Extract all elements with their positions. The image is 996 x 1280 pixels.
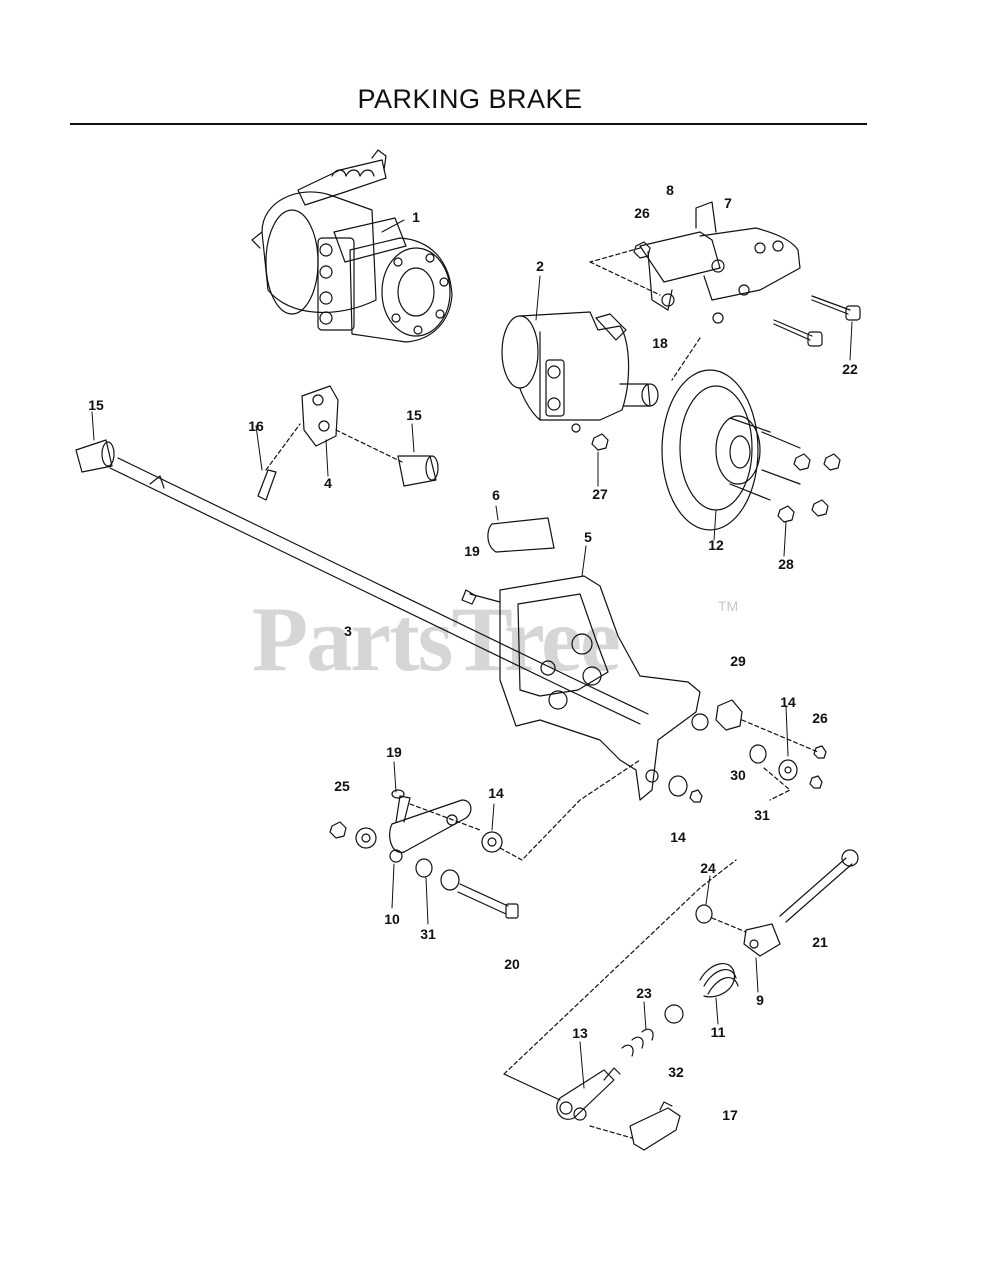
callout-6: 6	[492, 487, 500, 503]
callout-12: 12	[708, 537, 724, 553]
watermark-trademark: TM	[718, 598, 739, 614]
callout-25: 25	[334, 778, 350, 794]
callout-10: 10	[384, 911, 400, 927]
callout-4: 4	[324, 475, 332, 491]
callout-24: 24	[700, 860, 716, 876]
lower-right-linkage	[503, 849, 859, 1151]
page-title: PARKING BRAKE	[357, 84, 583, 114]
part-12-brake-rotor	[661, 337, 801, 531]
callout-21: 21	[812, 934, 828, 950]
fasteners-right	[591, 241, 861, 523]
part-5-brake-arm	[461, 575, 709, 801]
title-rule	[70, 123, 867, 125]
part-4-pivot-bracket	[75, 385, 439, 501]
callout-15a: 15	[88, 397, 104, 413]
callout-26a: 26	[634, 205, 650, 221]
callout-7: 7	[724, 195, 732, 211]
callout-31a: 31	[754, 807, 770, 823]
callout-26b: 26	[812, 710, 828, 726]
callout-19a: 19	[464, 543, 480, 559]
callout-1: 1	[412, 209, 420, 225]
callout-8: 8	[666, 182, 674, 198]
callout-23: 23	[636, 985, 652, 1001]
callout-28: 28	[778, 556, 794, 572]
callout-16: 16	[248, 418, 264, 434]
callout-9: 9	[756, 992, 764, 1008]
callout-30: 30	[730, 767, 746, 783]
callout-14c: 14	[670, 829, 686, 845]
lower-left-linkage	[329, 759, 641, 919]
part-1-motor-assembly	[251, 149, 453, 343]
callout-15b: 15	[406, 407, 422, 423]
watermark: PartsTree	[252, 588, 621, 690]
callout-13: 13	[572, 1025, 588, 1041]
part-7-caliper-bracket	[589, 201, 801, 324]
callout-18: 18	[652, 335, 668, 351]
callout-3: 3	[344, 623, 352, 639]
callout-11: 11	[710, 1024, 726, 1040]
callout-2: 2	[536, 258, 544, 274]
part-6-key	[487, 517, 555, 553]
callout-14b: 14	[488, 785, 504, 801]
callout-32: 32	[668, 1064, 684, 1080]
callout-27: 27	[592, 486, 608, 502]
callout-29: 29	[730, 653, 746, 669]
callout-5: 5	[584, 529, 592, 545]
callout-22: 22	[842, 361, 858, 377]
callout-20: 20	[504, 956, 520, 972]
callout-19b: 19	[386, 744, 402, 760]
leader-lines	[91, 219, 853, 1089]
callout-31b: 31	[420, 926, 436, 942]
part-2-hydro-motor	[501, 311, 659, 433]
callout-14a: 14	[780, 694, 796, 710]
callout-17: 17	[722, 1107, 738, 1123]
fasteners-mid-right	[668, 699, 827, 803]
part-3-shaft	[109, 457, 649, 725]
